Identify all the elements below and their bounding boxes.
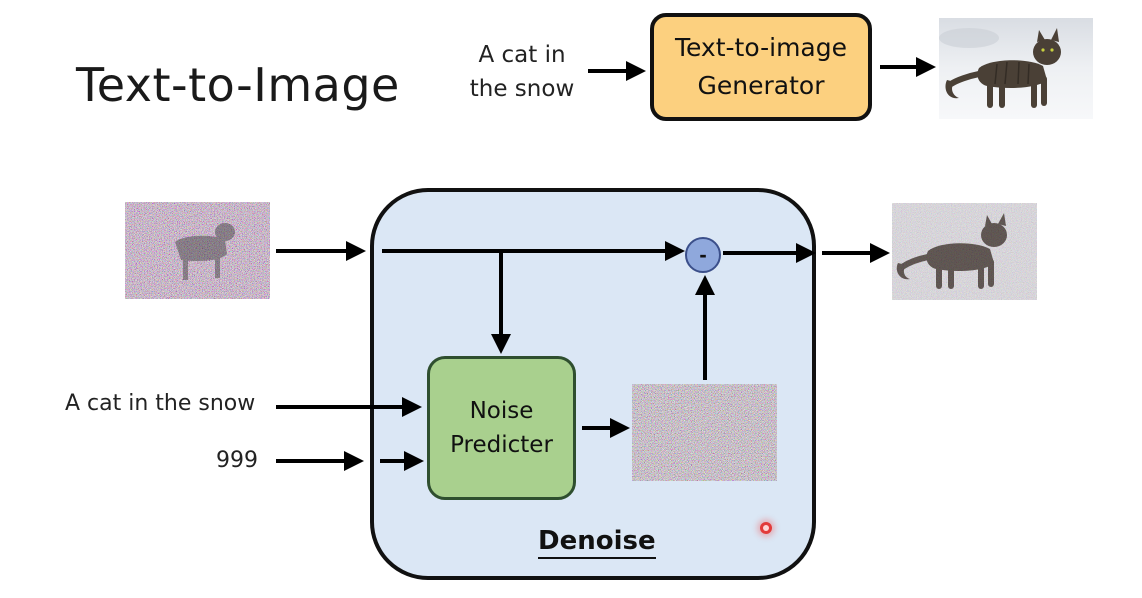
cursor-pointer-dot: [760, 522, 772, 534]
noise-predicter-line-1: Noise: [469, 398, 534, 424]
noise-predicter-box: Noise Predicter: [427, 356, 576, 500]
output-cat-image: [939, 18, 1093, 119]
noisy-input-image: [125, 202, 270, 299]
text-prompt-input-label: A cat in the snow: [65, 391, 256, 416]
top-prompt-line-1: A cat in: [478, 42, 566, 68]
denoised-output-image: [892, 203, 1037, 300]
text-to-image-generator-box: Text-to-image Generator: [650, 13, 872, 121]
top-prompt-line-2: the snow: [469, 76, 575, 102]
denoise-label: Denoise: [538, 526, 656, 559]
noise-predicter-line-2: Predicter: [450, 432, 553, 458]
subtract-node: -: [685, 237, 721, 273]
generator-label-line-1: Text-to-image: [674, 33, 848, 62]
generator-label-line-2: Generator: [697, 71, 825, 100]
top-prompt-text: A cat in the snow: [452, 38, 592, 106]
predicted-noise-image: [632, 384, 777, 481]
slide-title: Text-to-Image: [76, 58, 400, 112]
step-input-label: 999: [216, 448, 258, 473]
